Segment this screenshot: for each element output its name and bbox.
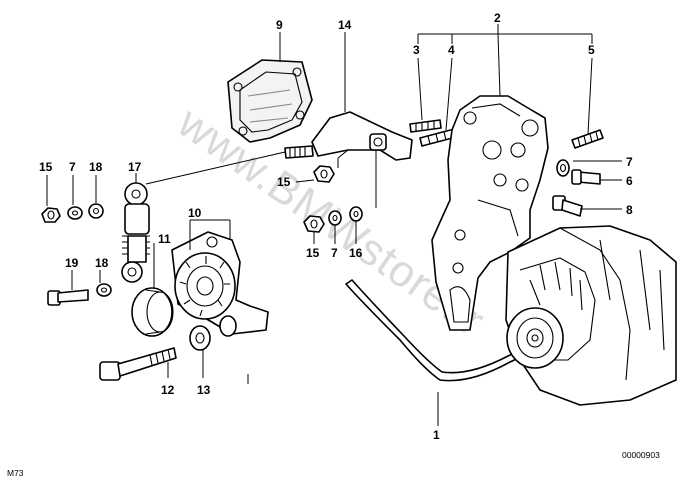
nut-part-15-left bbox=[41, 207, 61, 223]
bolt-part-8 bbox=[552, 195, 583, 217]
bracket-part-14 bbox=[284, 111, 413, 161]
callout-7-right: 7 bbox=[626, 155, 633, 169]
bolt-part-12 bbox=[99, 347, 177, 381]
pulley-part-11 bbox=[131, 287, 174, 337]
callout-1: 1 bbox=[433, 428, 440, 442]
washer-part-7-middle bbox=[328, 210, 342, 226]
callout-7-left: 7 bbox=[69, 160, 76, 174]
callout-17: 17 bbox=[128, 160, 142, 174]
callout-5: 5 bbox=[588, 43, 595, 57]
callout-2: 2 bbox=[494, 11, 501, 25]
callout-10: 10 bbox=[188, 206, 202, 220]
callout-15-lower: 15 bbox=[306, 246, 320, 260]
washer-part-13 bbox=[189, 325, 211, 351]
callout-16: 16 bbox=[349, 246, 363, 260]
tensioner-arm-part-10 bbox=[171, 231, 269, 337]
callout-3: 3 bbox=[413, 43, 420, 57]
leader-lines bbox=[46, 24, 622, 426]
nut-part-15-middle bbox=[313, 165, 335, 183]
callout-14: 14 bbox=[338, 18, 352, 32]
callout-18-top: 18 bbox=[89, 160, 103, 174]
callout-15-left: 15 bbox=[39, 160, 53, 174]
callout-labels: 9 14 2 3 4 5 7 6 8 15 7 18 17 10 11 19 1… bbox=[39, 11, 633, 442]
tensioner-strut-part-17 bbox=[121, 182, 150, 283]
bolt-part-6 bbox=[571, 169, 601, 185]
alternator bbox=[505, 225, 677, 406]
washer-part-16 bbox=[349, 206, 363, 222]
washer-part-7-right bbox=[556, 159, 570, 177]
callout-18-bottom: 18 bbox=[95, 256, 109, 270]
washer-part-18-top bbox=[88, 203, 104, 219]
callout-6: 6 bbox=[626, 174, 633, 188]
callout-8: 8 bbox=[626, 203, 633, 217]
gasket-part-9 bbox=[227, 59, 313, 143]
mounting-bracket-part-2 bbox=[431, 95, 549, 331]
stud-part-5 bbox=[571, 129, 604, 149]
bolt-part-19 bbox=[47, 289, 89, 306]
callout-11: 11 bbox=[158, 232, 171, 246]
callout-15-middle: 15 bbox=[277, 175, 291, 189]
nut-part-15-lower bbox=[303, 215, 325, 233]
callout-19: 19 bbox=[65, 256, 79, 270]
diagram-code-left: M73 bbox=[7, 468, 24, 478]
callout-13: 13 bbox=[197, 383, 211, 397]
callout-9: 9 bbox=[276, 18, 283, 32]
callout-4: 4 bbox=[448, 43, 455, 57]
callout-7-middle: 7 bbox=[331, 246, 338, 260]
diagram-code-right: 00000903 bbox=[622, 450, 660, 460]
callout-12: 12 bbox=[161, 383, 175, 397]
stud-part-3 bbox=[409, 119, 442, 133]
washer-part-7-left bbox=[67, 206, 83, 220]
washer-part-18-bottom bbox=[96, 283, 112, 297]
